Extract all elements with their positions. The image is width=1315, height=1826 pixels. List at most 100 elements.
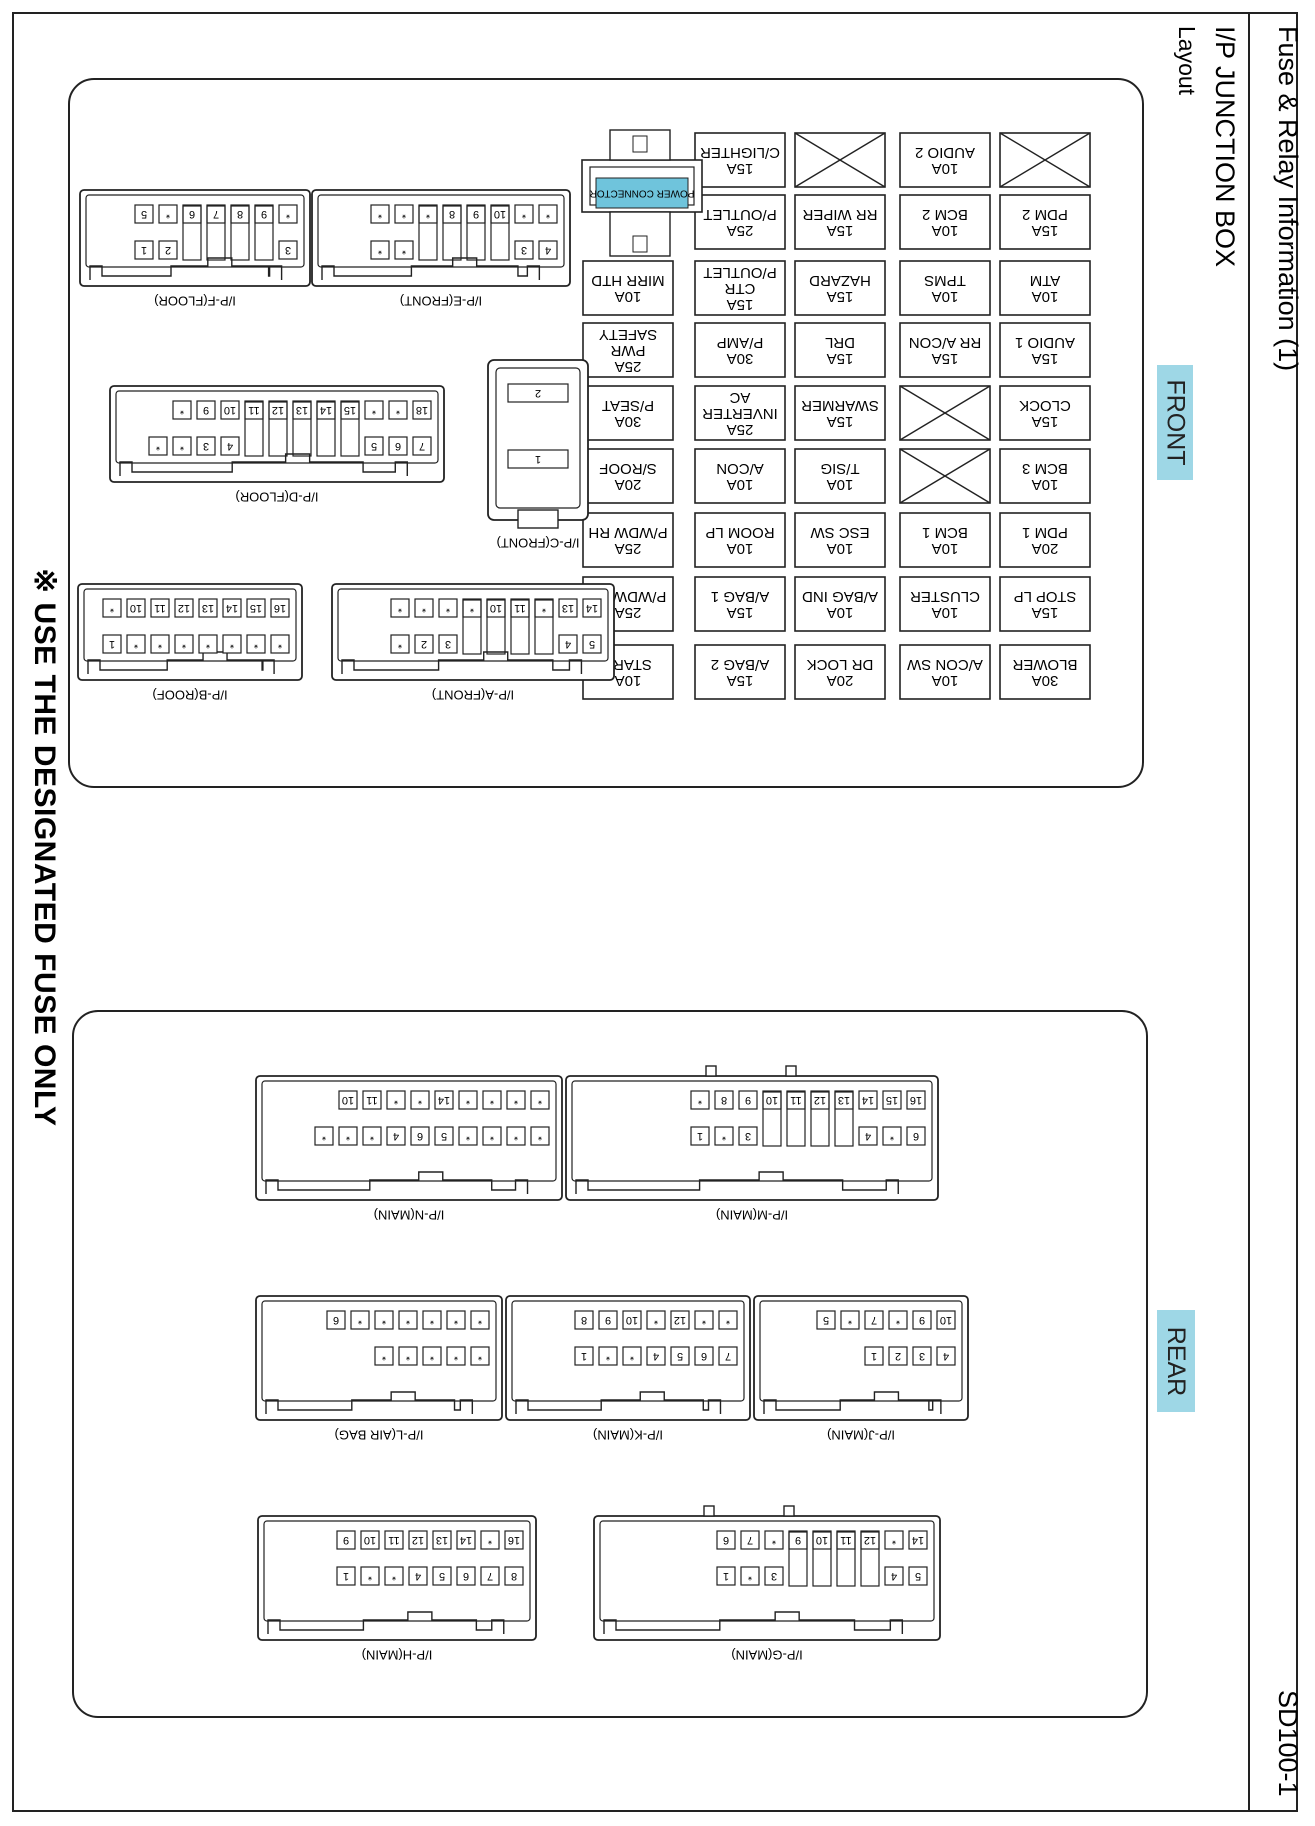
pin: 12: [864, 1534, 876, 1546]
fuse-label: PDM 1: [1022, 524, 1068, 541]
pin: 14: [912, 1534, 924, 1546]
pin: 5: [439, 1570, 445, 1582]
pin: 15: [344, 404, 356, 416]
pin: 7: [419, 440, 425, 452]
connector-name: I/P-N(MAIN): [374, 1208, 445, 1223]
pin: 12: [412, 1534, 424, 1546]
pin: *: [453, 1350, 458, 1362]
fuse-label: CTR: [724, 280, 755, 297]
pin: *: [285, 208, 290, 220]
pin: *: [377, 208, 382, 220]
fuse-label: 15A: [1032, 222, 1059, 239]
fuse-label: 20A: [827, 672, 854, 689]
fuse-label: A/CON SW: [906, 656, 983, 673]
pin: *: [545, 208, 550, 220]
pin: *: [429, 1350, 434, 1362]
pin: 4: [545, 244, 551, 256]
fuse-label: 15A: [827, 288, 854, 305]
pin: *: [277, 638, 282, 650]
fuse-label: SAFETY: [599, 326, 657, 343]
pin: *: [321, 1130, 326, 1142]
pin: *: [405, 1350, 410, 1362]
fuse-label: BLOWER: [1012, 656, 1077, 673]
pin: 6: [463, 1570, 469, 1582]
pin: 16: [274, 602, 286, 614]
fuse-label: 15A: [1032, 350, 1059, 367]
fuse-label: 10A: [932, 288, 959, 305]
pin: 6: [913, 1130, 919, 1142]
pin: 7: [487, 1570, 493, 1582]
fuse-label: 10A: [932, 222, 959, 239]
pin: 3: [285, 244, 291, 256]
page-frame: [12, 12, 1298, 1812]
pin: 6: [701, 1350, 707, 1362]
pin: *: [629, 1350, 634, 1362]
pin: 3: [745, 1130, 751, 1142]
pin: *: [421, 602, 426, 614]
fuse-15a-a-bag-2: [694, 644, 786, 700]
fuse-label: PWR: [610, 342, 645, 359]
fuse-label: SWARMER: [801, 397, 879, 414]
pin: 13: [562, 602, 574, 614]
fuse-15a-rr-wiper: [794, 194, 886, 250]
pin: *: [179, 440, 184, 452]
fuse-15a-clock: [999, 385, 1091, 441]
pin: *: [133, 638, 138, 650]
pin: 12: [272, 404, 284, 416]
pin: 2: [165, 244, 171, 256]
pin: 9: [745, 1094, 751, 1106]
fuse-15a-rr-a-con: [899, 322, 991, 378]
fuse-label: 10A: [727, 540, 754, 557]
fuse-label: A/BAG 1: [711, 588, 769, 605]
fuse-label: 15A: [727, 672, 754, 689]
pin: *: [477, 1314, 482, 1326]
power-connector-label: POWER CONNECTOR: [590, 187, 695, 198]
pin: 2: [421, 638, 427, 650]
pin: 6: [333, 1314, 339, 1326]
pin: *: [381, 1350, 386, 1362]
fuse-10a-esc-sw: [794, 512, 886, 568]
pin: 7: [725, 1350, 731, 1362]
pin: 3: [203, 440, 209, 452]
pin: 14: [226, 602, 238, 614]
fuse-15a-a-bag-1: [694, 576, 786, 632]
pin: 9: [473, 208, 479, 220]
fuse-label: 15A: [827, 222, 854, 239]
pin: *: [469, 602, 474, 614]
pin: *: [445, 602, 450, 614]
fuse-label: CLOCK: [1019, 397, 1071, 414]
pin: *: [521, 208, 526, 220]
pin: 10: [816, 1534, 828, 1546]
pin: 1: [535, 453, 541, 465]
pin: *: [397, 638, 402, 650]
fuse-label: 15A: [932, 350, 959, 367]
fuse-label: STOP LP: [1014, 588, 1077, 605]
connector-name: I/P-D(FLOOR): [235, 490, 318, 505]
fuse-label: 20A: [615, 476, 642, 493]
fuse-label: BCM 3: [1022, 460, 1068, 477]
fuse-30a-p-amp: [694, 322, 786, 378]
pin: *: [155, 440, 160, 452]
pin: 10: [130, 602, 142, 614]
pin: *: [537, 1094, 542, 1106]
pin: *: [157, 638, 162, 650]
pin: *: [345, 1130, 350, 1142]
front-label: FRONT: [1157, 365, 1193, 480]
fuse-label: 30A: [727, 350, 754, 367]
connector-i-p-l-air-bag: ******6*****: [255, 1295, 503, 1421]
pin: 6: [395, 440, 401, 452]
connector-name: I/P-K(MAIN): [593, 1428, 663, 1443]
pin: *: [181, 638, 186, 650]
pin: 2: [895, 1350, 901, 1362]
pin: *: [895, 1314, 900, 1326]
fuse-label: 10A: [727, 476, 754, 493]
title-divider: [1248, 12, 1250, 1812]
fuse-label: RR A/CON: [909, 334, 982, 351]
pin: 11: [514, 602, 525, 614]
fuse-label: 30A: [615, 413, 642, 430]
pin: *: [653, 1314, 658, 1326]
fuse-label: START: [604, 656, 652, 673]
fuse-label: 15A: [827, 350, 854, 367]
